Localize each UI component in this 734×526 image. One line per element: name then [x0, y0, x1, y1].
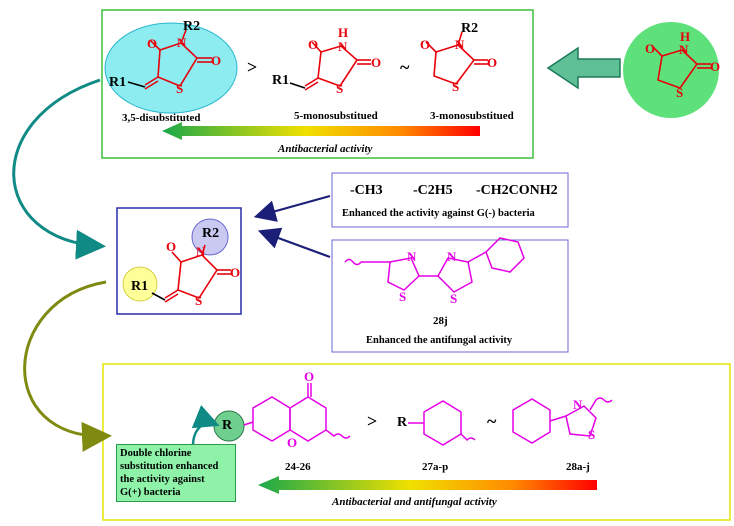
group-ch3: -CH3 [350, 183, 383, 198]
core-atom-o-2: O [230, 265, 241, 280]
phenyl-r-label: R [397, 415, 408, 430]
compound-name-2: 5-monosubstitued [294, 110, 378, 122]
core-r1-label: R1 [131, 279, 149, 294]
bottom-gradient-arrow [258, 476, 597, 494]
parent-atom-s: S [676, 85, 684, 100]
thiazole-caption: Enhanced the antifungal activity [366, 335, 513, 346]
tzd-ring-disubstituted [127, 29, 212, 90]
thz-s-2: S [450, 291, 458, 306]
atom-o-2: O [211, 53, 222, 68]
atom-o-6: O [487, 55, 498, 70]
phenyl-structure [408, 400, 476, 446]
block-arrow-left [546, 46, 621, 90]
activity-gradient-arrow [162, 122, 480, 140]
compound-28j: 28j [433, 315, 448, 327]
compound-name-3: 3-monosubstitued [430, 110, 514, 122]
arrow-to-core [257, 227, 331, 259]
group-ch2conh2: -CH2CONH2 [476, 183, 558, 198]
chromone-o-ring: O [287, 435, 298, 450]
atom-o-4: O [371, 55, 382, 70]
note-pointer-arrow [191, 404, 220, 447]
core-atom-o-1: O [166, 239, 177, 254]
tzd-ring-5-mono [289, 41, 371, 91]
group-c2h5: -C2H5 [413, 183, 453, 198]
thiazole-box-frame [331, 239, 569, 353]
atom-h-1: H [338, 25, 349, 40]
r1-label-1: R1 [109, 75, 127, 90]
r2-label-3: R2 [461, 21, 479, 36]
atom-s-2: S [336, 81, 344, 96]
compound-28a-j: 28a-j [566, 461, 590, 473]
thz-n-1: N [407, 249, 417, 264]
chromone-structure [243, 383, 351, 442]
compound-name-1: 3,5-disubstituted [122, 112, 201, 124]
order-symbol-bottom-1: > [367, 411, 378, 431]
bis-thiazole-structure [344, 237, 525, 293]
atom-o-1: O [147, 36, 158, 51]
bottom-gradient-caption: Antibacterial and antifungal activity [332, 496, 497, 508]
parent-atom-o-2: O [710, 59, 721, 74]
r1-label-2: R1 [272, 73, 290, 88]
note-line-2: substitution enhanced [120, 461, 219, 472]
core-atom-s: S [195, 293, 203, 308]
compound-27a-p: 27a-p [422, 461, 449, 473]
compound-24-26: 24-26 [285, 461, 311, 473]
olive-curve-arrow [23, 280, 112, 452]
atom-s-3: S [452, 79, 460, 94]
parent-atom-n: N [679, 42, 689, 57]
parent-atom-h: H [680, 29, 691, 44]
order-symbol-top-1: > [247, 57, 258, 77]
order-symbol-bottom-2: ~ [487, 411, 497, 431]
r1-highlight [122, 266, 158, 302]
substituent-caption: Enhanced the activity against G(-) bacte… [342, 208, 535, 219]
tzd-ring-3-mono [425, 31, 488, 85]
substituent-box-frame [331, 172, 569, 228]
atom-n-1: N [177, 35, 187, 50]
r2-highlight [191, 218, 229, 256]
note-line-4: G(+) bacteria [120, 487, 181, 498]
chromone-r-label: R [222, 418, 233, 433]
atom-n-3: N [455, 37, 465, 52]
note-line-1: Double chlorine [120, 448, 192, 459]
thz-s-1: S [399, 289, 407, 304]
chlorine-note: Double chlorine substitution enhanced th… [116, 444, 236, 502]
r2-label-1: R2 [183, 19, 201, 34]
core-r2-label: R2 [202, 226, 220, 241]
pt-s: S [588, 427, 596, 442]
teal-curve-arrow [12, 78, 106, 260]
tzd-parent-circle [623, 22, 719, 118]
note-line-3: the activity against [120, 474, 205, 485]
pt-n: N [573, 397, 583, 412]
chromone-o-carbonyl: O [304, 369, 315, 384]
core-box-frame [116, 207, 242, 315]
tzd-core-ring [151, 244, 231, 303]
atom-n-2: N [338, 39, 348, 54]
atom-o-3: O [308, 37, 319, 52]
atom-s-1: S [176, 81, 184, 96]
order-symbol-top-2: ~ [400, 57, 410, 77]
core-atom-n: N [196, 244, 206, 259]
top-gradient-caption: Antibacterial activity [278, 143, 373, 155]
thz-n-2: N [447, 249, 457, 264]
disubstituted-highlight [104, 22, 238, 114]
arrow-to-r2 [253, 194, 331, 222]
phenylthiazole-structure [512, 397, 613, 444]
parent-atom-o-1: O [645, 41, 656, 56]
top-panel-frame [101, 9, 534, 159]
atom-o-5: O [420, 37, 431, 52]
tzd-parent-ring [651, 45, 711, 89]
